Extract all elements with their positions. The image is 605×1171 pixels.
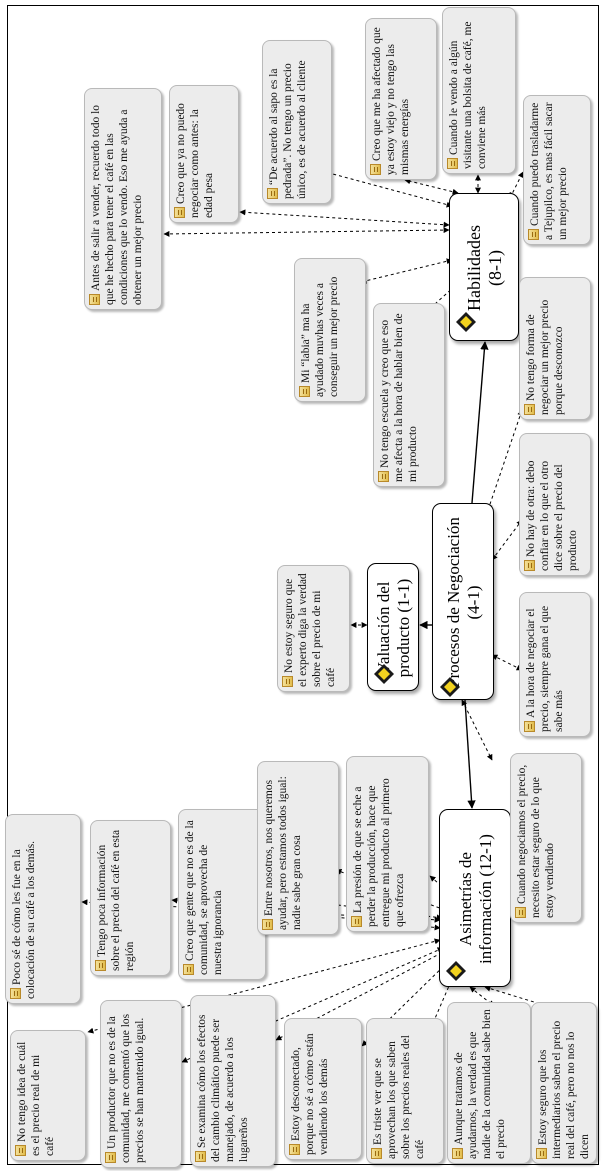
quotation-document-icon bbox=[524, 404, 535, 415]
quotation-document-icon bbox=[262, 919, 273, 930]
quotation-document-icon bbox=[524, 721, 535, 732]
category-link bbox=[471, 341, 489, 504]
quotation-document-icon bbox=[299, 386, 310, 397]
quotation-document-icon bbox=[267, 188, 278, 199]
quotation-document-icon bbox=[515, 907, 526, 918]
quote-box[interactable]: No tengo forma de negociar un mejor prec… bbox=[519, 277, 591, 420]
quotation-document-icon bbox=[524, 560, 535, 571]
procesos-count: (4-1) bbox=[464, 585, 483, 620]
quote-box[interactable]: No estoy seguro que el experto diga la v… bbox=[277, 565, 350, 692]
quotation-document-icon bbox=[282, 676, 293, 687]
quotation-document-icon bbox=[447, 158, 458, 169]
quotation-document-icon bbox=[452, 1148, 463, 1159]
quote-box[interactable]: Cuando le vendo a algún visitante una bo… bbox=[442, 7, 516, 174]
quote-link bbox=[509, 171, 524, 199]
procesos-label: Procesos de Negociación bbox=[444, 517, 463, 688]
quote-box[interactable]: Estoy desconectado, porque no sé a cómo … bbox=[284, 1018, 362, 1160]
quote-box[interactable]: A la hora de negociar el precio, siempre… bbox=[519, 592, 591, 737]
quotation-document-icon bbox=[95, 960, 106, 971]
code-category-icon bbox=[374, 664, 394, 684]
quote-box[interactable]: Estoy seguro que los intermediarios sabe… bbox=[531, 1002, 597, 1164]
quote-link bbox=[404, 178, 459, 195]
quote-link bbox=[484, 985, 561, 1012]
node-valuacion-producto[interactable]: Valuación del producto (1-1) bbox=[367, 563, 419, 691]
quotation-document-icon bbox=[105, 1152, 116, 1163]
quote-box[interactable]: Creo que ya no puedo negociar como antes… bbox=[169, 85, 239, 223]
quotation-document-icon bbox=[378, 471, 389, 482]
quote-box[interactable]: Creo que me ha afectado que ya estoy vie… bbox=[365, 18, 437, 180]
quotation-document-icon bbox=[10, 988, 21, 999]
quote-box[interactable]: Aunque tratamos de ayudarnos, la verdad … bbox=[447, 1002, 531, 1164]
quote-link bbox=[317, 168, 453, 208]
quote-link bbox=[491, 519, 523, 561]
quotation-document-icon bbox=[15, 1145, 26, 1156]
node-habilidades[interactable]: Habilidades (8-1) bbox=[449, 193, 519, 341]
quote-box[interactable]: “De acuerdo al sapo es la pedrada”. No t… bbox=[262, 40, 332, 204]
quote-link bbox=[486, 409, 524, 511]
quote-box[interactable]: Un productor que no es de la comunidad, … bbox=[100, 1000, 182, 1168]
quotation-document-icon bbox=[528, 229, 539, 240]
quote-box[interactable]: Tengo poca información sobre el precio d… bbox=[90, 820, 171, 976]
quote-box[interactable]: Mi “labia” ma ha ayudado muvhas veces a … bbox=[294, 258, 366, 402]
quotation-document-icon bbox=[174, 207, 185, 218]
quote-box[interactable]: Es triste ver que se aprovechan los que … bbox=[366, 1018, 444, 1164]
quotation-document-icon bbox=[351, 916, 362, 927]
asimetrias-label: Asimetrías de información (12-1) bbox=[456, 834, 495, 964]
category-link bbox=[464, 699, 476, 809]
quote-link bbox=[239, 209, 450, 228]
quote-box[interactable]: La presión de que se eche a perder la pr… bbox=[346, 756, 429, 932]
code-category-icon bbox=[446, 961, 466, 981]
quote-box[interactable]: Entre nosotros, nos queremos ayudar, per… bbox=[257, 761, 339, 935]
quote-link bbox=[491, 654, 523, 671]
quotation-document-icon bbox=[536, 1148, 547, 1159]
code-category-icon bbox=[440, 677, 460, 697]
quotation-document-icon bbox=[89, 294, 100, 305]
quotation-document-icon bbox=[371, 1148, 382, 1159]
quote-box[interactable]: Creo que gente que no es de la comunidad… bbox=[178, 809, 266, 980]
node-asimetrias-informacion[interactable]: Asimetrías de información (12-1) bbox=[439, 809, 511, 987]
quote-box[interactable]: Cuando puedo trasladarme a Tejupilco, es… bbox=[523, 95, 591, 245]
quote-box[interactable]: Se examina cómo los efectos del cambio c… bbox=[190, 995, 276, 1167]
quote-box[interactable]: No tengo escuela y creo que eso me afect… bbox=[373, 303, 445, 487]
quotation-document-icon bbox=[289, 1144, 300, 1155]
habilidades-label: Habilidades bbox=[464, 225, 484, 311]
diagram-frame bbox=[7, 5, 599, 1165]
quote-link bbox=[163, 227, 450, 237]
quote-link bbox=[360, 258, 453, 284]
quotation-document-icon bbox=[183, 964, 194, 975]
quote-link bbox=[461, 699, 493, 761]
quote-box[interactable]: Poco sé de cómo les fue en la colocación… bbox=[5, 814, 81, 1004]
quote-box[interactable]: Antes de salir a vender, recuerdo todo l… bbox=[84, 88, 162, 310]
quote-box[interactable]: No hay de otra: debo confiar en lo que e… bbox=[519, 433, 591, 576]
node-procesos-negociacion[interactable]: Procesos de Negociación (4-1) bbox=[432, 503, 494, 700]
quote-box[interactable]: No tengo idea de cuál es el precio real … bbox=[10, 1030, 86, 1161]
quotation-document-icon bbox=[370, 164, 381, 175]
habilidades-count: (8-1) bbox=[485, 250, 505, 286]
quotation-document-icon bbox=[195, 1151, 206, 1162]
code-category-icon bbox=[456, 312, 476, 332]
quote-box[interactable]: Cuando negociamos el precio, necesito es… bbox=[510, 753, 582, 923]
